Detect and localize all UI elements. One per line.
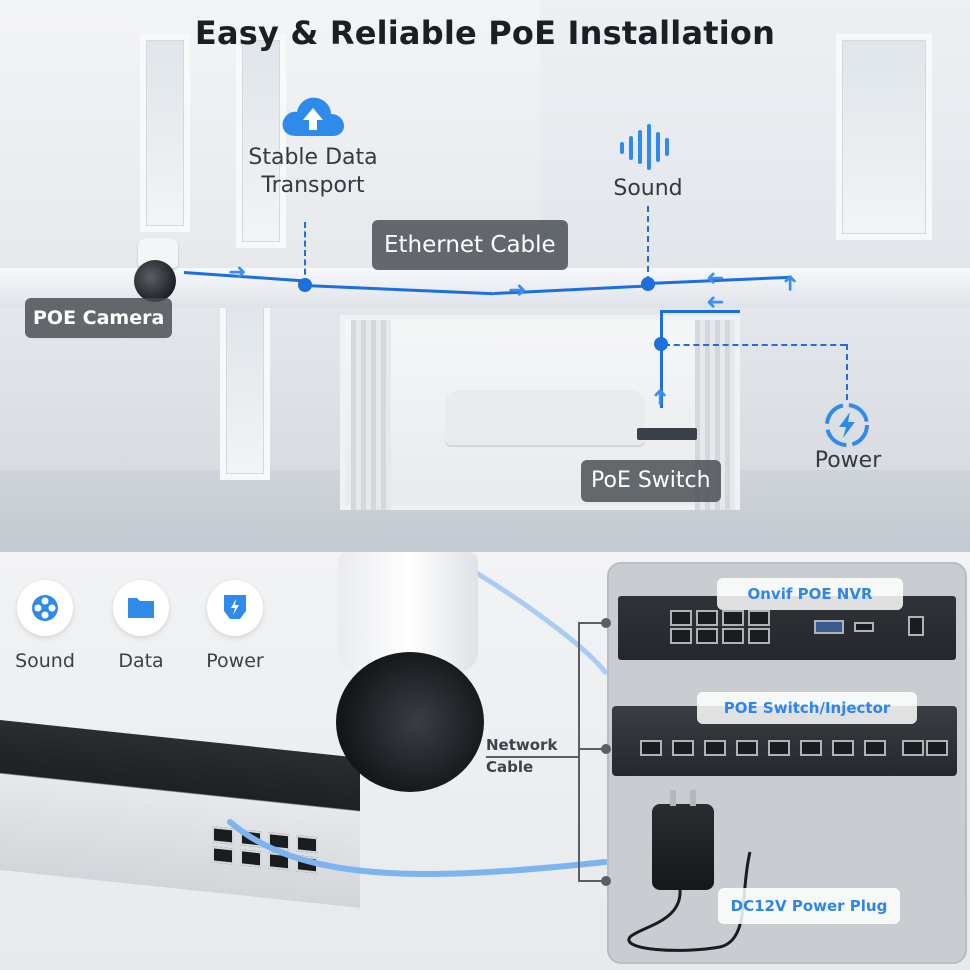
uplink-port bbox=[902, 740, 924, 756]
network-cable-line1: Network bbox=[486, 736, 558, 754]
stable-data-line1: Stable Data bbox=[248, 145, 378, 170]
poe-camera-label: POE Camera bbox=[25, 298, 173, 338]
hdmi-port bbox=[854, 622, 874, 632]
poe-port bbox=[800, 740, 822, 756]
poe-port bbox=[640, 740, 662, 756]
sofa bbox=[445, 390, 645, 445]
power-adapter-illustration bbox=[652, 790, 714, 890]
folder-icon bbox=[128, 598, 154, 618]
bracket-dot bbox=[601, 744, 611, 754]
poe-port bbox=[768, 740, 790, 756]
upper-window-2 bbox=[236, 34, 286, 248]
feature-sound: Sound bbox=[0, 580, 90, 672]
vga-port bbox=[814, 620, 844, 634]
poe-port bbox=[736, 740, 758, 756]
junction-dot bbox=[654, 337, 668, 351]
cable-segment bbox=[660, 310, 740, 313]
bracket-dot bbox=[601, 618, 611, 628]
flow-arrow-icon: ➜ bbox=[778, 273, 804, 293]
power-plug-icon bbox=[224, 595, 246, 619]
feature-data-badge bbox=[113, 580, 169, 636]
usb-port bbox=[908, 616, 924, 636]
poe-port bbox=[704, 740, 726, 756]
network-cable-line bbox=[227, 569, 608, 877]
upper-window-3 bbox=[836, 34, 932, 240]
top-illustration: ➜ ➜ ➜ ➜ ➜ ➜ Easy & Reliable PoE Installa… bbox=[0, 0, 970, 552]
network-cable-label: Network Cable bbox=[486, 734, 557, 778]
bottom-illustration: Sound Data Power bbox=[0, 552, 970, 970]
flow-arrow-icon: ➜ bbox=[228, 260, 247, 285]
adapter-prong bbox=[690, 790, 696, 806]
cable-vertical bbox=[660, 312, 663, 408]
bracket-line bbox=[578, 622, 608, 624]
sound-wave-icon bbox=[620, 124, 669, 170]
power-plug-label: DC12V Power Plug bbox=[718, 888, 900, 924]
dashed-connector bbox=[664, 344, 846, 346]
stable-data-label: Stable Data Transport bbox=[220, 144, 406, 200]
dashed-connector bbox=[647, 206, 649, 282]
feature-power-label: Power bbox=[206, 650, 264, 672]
uplink-port bbox=[926, 740, 948, 756]
lower-window-1 bbox=[220, 300, 270, 480]
flow-arrow-icon: ➜ bbox=[706, 266, 725, 291]
ethernet-cable-label: Ethernet Cable bbox=[372, 220, 568, 270]
lan-port bbox=[748, 610, 770, 626]
sound-label: Sound bbox=[613, 176, 683, 201]
bracket-line bbox=[578, 880, 608, 882]
poe-switch-label: PoE Switch bbox=[581, 460, 721, 502]
camera-dome bbox=[336, 652, 484, 792]
power-bolt-icon bbox=[825, 403, 869, 447]
film-reel-icon bbox=[32, 595, 58, 621]
bracket-line bbox=[578, 622, 580, 880]
poe-port bbox=[864, 740, 886, 756]
dashed-connector bbox=[304, 222, 306, 284]
feature-power-badge bbox=[207, 580, 263, 636]
network-cable-line2: Cable bbox=[486, 758, 534, 776]
nvr-label: Onvif POE NVR bbox=[717, 578, 903, 610]
stable-data-line2: Transport bbox=[261, 173, 365, 198]
camera-dome bbox=[134, 260, 176, 302]
lan-port bbox=[696, 610, 718, 626]
feature-data-label: Data bbox=[118, 650, 164, 672]
ptz-camera-illustration bbox=[330, 552, 490, 792]
lan-port bbox=[670, 610, 692, 626]
lan-port bbox=[722, 610, 744, 626]
poe-port bbox=[832, 740, 854, 756]
power-label: Power bbox=[814, 448, 882, 473]
lan-port bbox=[670, 628, 692, 644]
feature-power: Power bbox=[190, 580, 280, 672]
flow-arrow-icon: ➜ bbox=[648, 387, 674, 407]
connector-line bbox=[486, 756, 580, 758]
flow-arrow-icon: ➜ bbox=[706, 290, 725, 315]
flow-arrow-icon: ➜ bbox=[508, 278, 527, 303]
adapter-prong bbox=[670, 790, 676, 806]
page-title: Easy & Reliable PoE Installation bbox=[194, 14, 776, 52]
switch-label: POE Switch/Injector bbox=[697, 692, 917, 724]
upper-window-1 bbox=[140, 34, 190, 232]
dashed-connector bbox=[846, 344, 848, 400]
bracket-line bbox=[578, 748, 608, 750]
cloud-upload-icon bbox=[282, 97, 344, 136]
junction-dot bbox=[641, 277, 655, 291]
lan-port bbox=[696, 628, 718, 644]
feature-sound-label: Sound bbox=[15, 650, 75, 672]
feature-sound-badge bbox=[17, 580, 73, 636]
poe-camera-illustration bbox=[130, 238, 186, 308]
lan-port bbox=[722, 628, 744, 644]
lan-port bbox=[748, 628, 770, 644]
poe-switch-device bbox=[637, 428, 697, 440]
curtain-left bbox=[351, 320, 391, 510]
junction-dot bbox=[298, 278, 312, 292]
poe-port bbox=[672, 740, 694, 756]
bracket-dot bbox=[601, 876, 611, 886]
feature-data: Data bbox=[96, 580, 186, 672]
